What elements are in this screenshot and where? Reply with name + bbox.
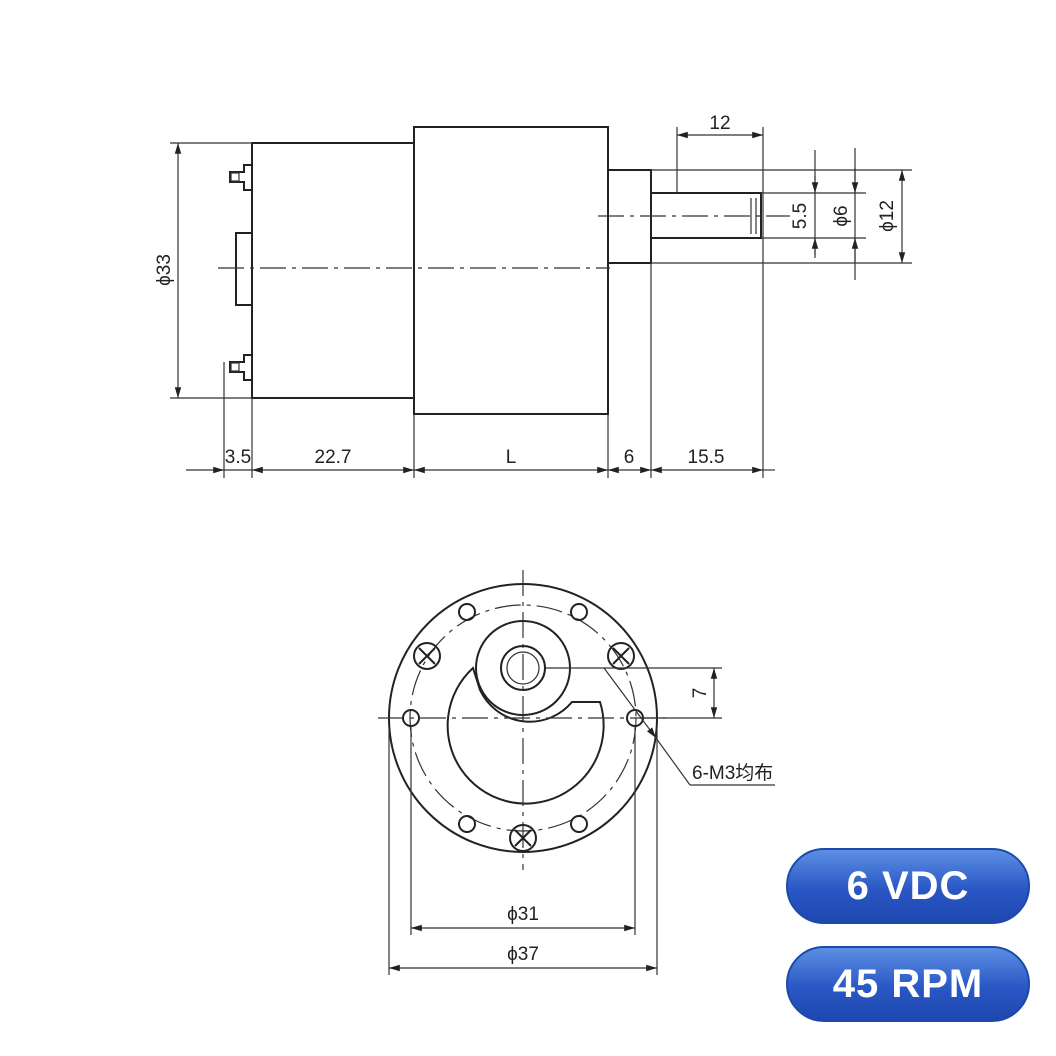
terminal-top bbox=[229, 164, 252, 191]
voltage-badge: 6 VDC bbox=[786, 848, 1030, 924]
gearbox-body bbox=[413, 126, 609, 415]
dim-motor-diameter: ϕ33 bbox=[154, 254, 175, 286]
dim-flat: 5.5 bbox=[790, 203, 811, 229]
dim-shaft-length: 12 bbox=[709, 113, 730, 134]
brush-cap bbox=[235, 232, 252, 306]
dim-motor-length: 22.7 bbox=[315, 447, 352, 468]
screw-heads bbox=[413, 642, 635, 852]
motor-body bbox=[251, 142, 415, 399]
dim-shaft-extension: 15.5 bbox=[688, 447, 725, 468]
front-view: 7 6-M3均布 ϕ31 ϕ37 bbox=[378, 570, 775, 975]
gear-cutout bbox=[446, 666, 605, 805]
side-view: 12 ϕ33 5.5 ϕ6 ϕ12 3.5 22.7 L 6 15.5 bbox=[154, 113, 912, 478]
dim-offset: 7 bbox=[690, 688, 711, 699]
dim-boss-diameter: ϕ12 bbox=[877, 200, 898, 232]
dim-bolt-circle: ϕ31 bbox=[507, 904, 539, 925]
dim-terminal: 3.5 bbox=[225, 447, 251, 468]
holes-note: 6-M3均布 bbox=[692, 762, 773, 784]
dim-shaft-diameter: ϕ6 bbox=[831, 205, 852, 226]
dim-gearbox-length: L bbox=[506, 447, 517, 468]
dim-boss-length: 6 bbox=[624, 447, 635, 468]
terminal-bottom bbox=[229, 354, 252, 381]
shaft bbox=[651, 192, 762, 239]
speed-badge: 45 RPM bbox=[786, 946, 1030, 1022]
dim-body-diameter: ϕ37 bbox=[507, 944, 539, 965]
